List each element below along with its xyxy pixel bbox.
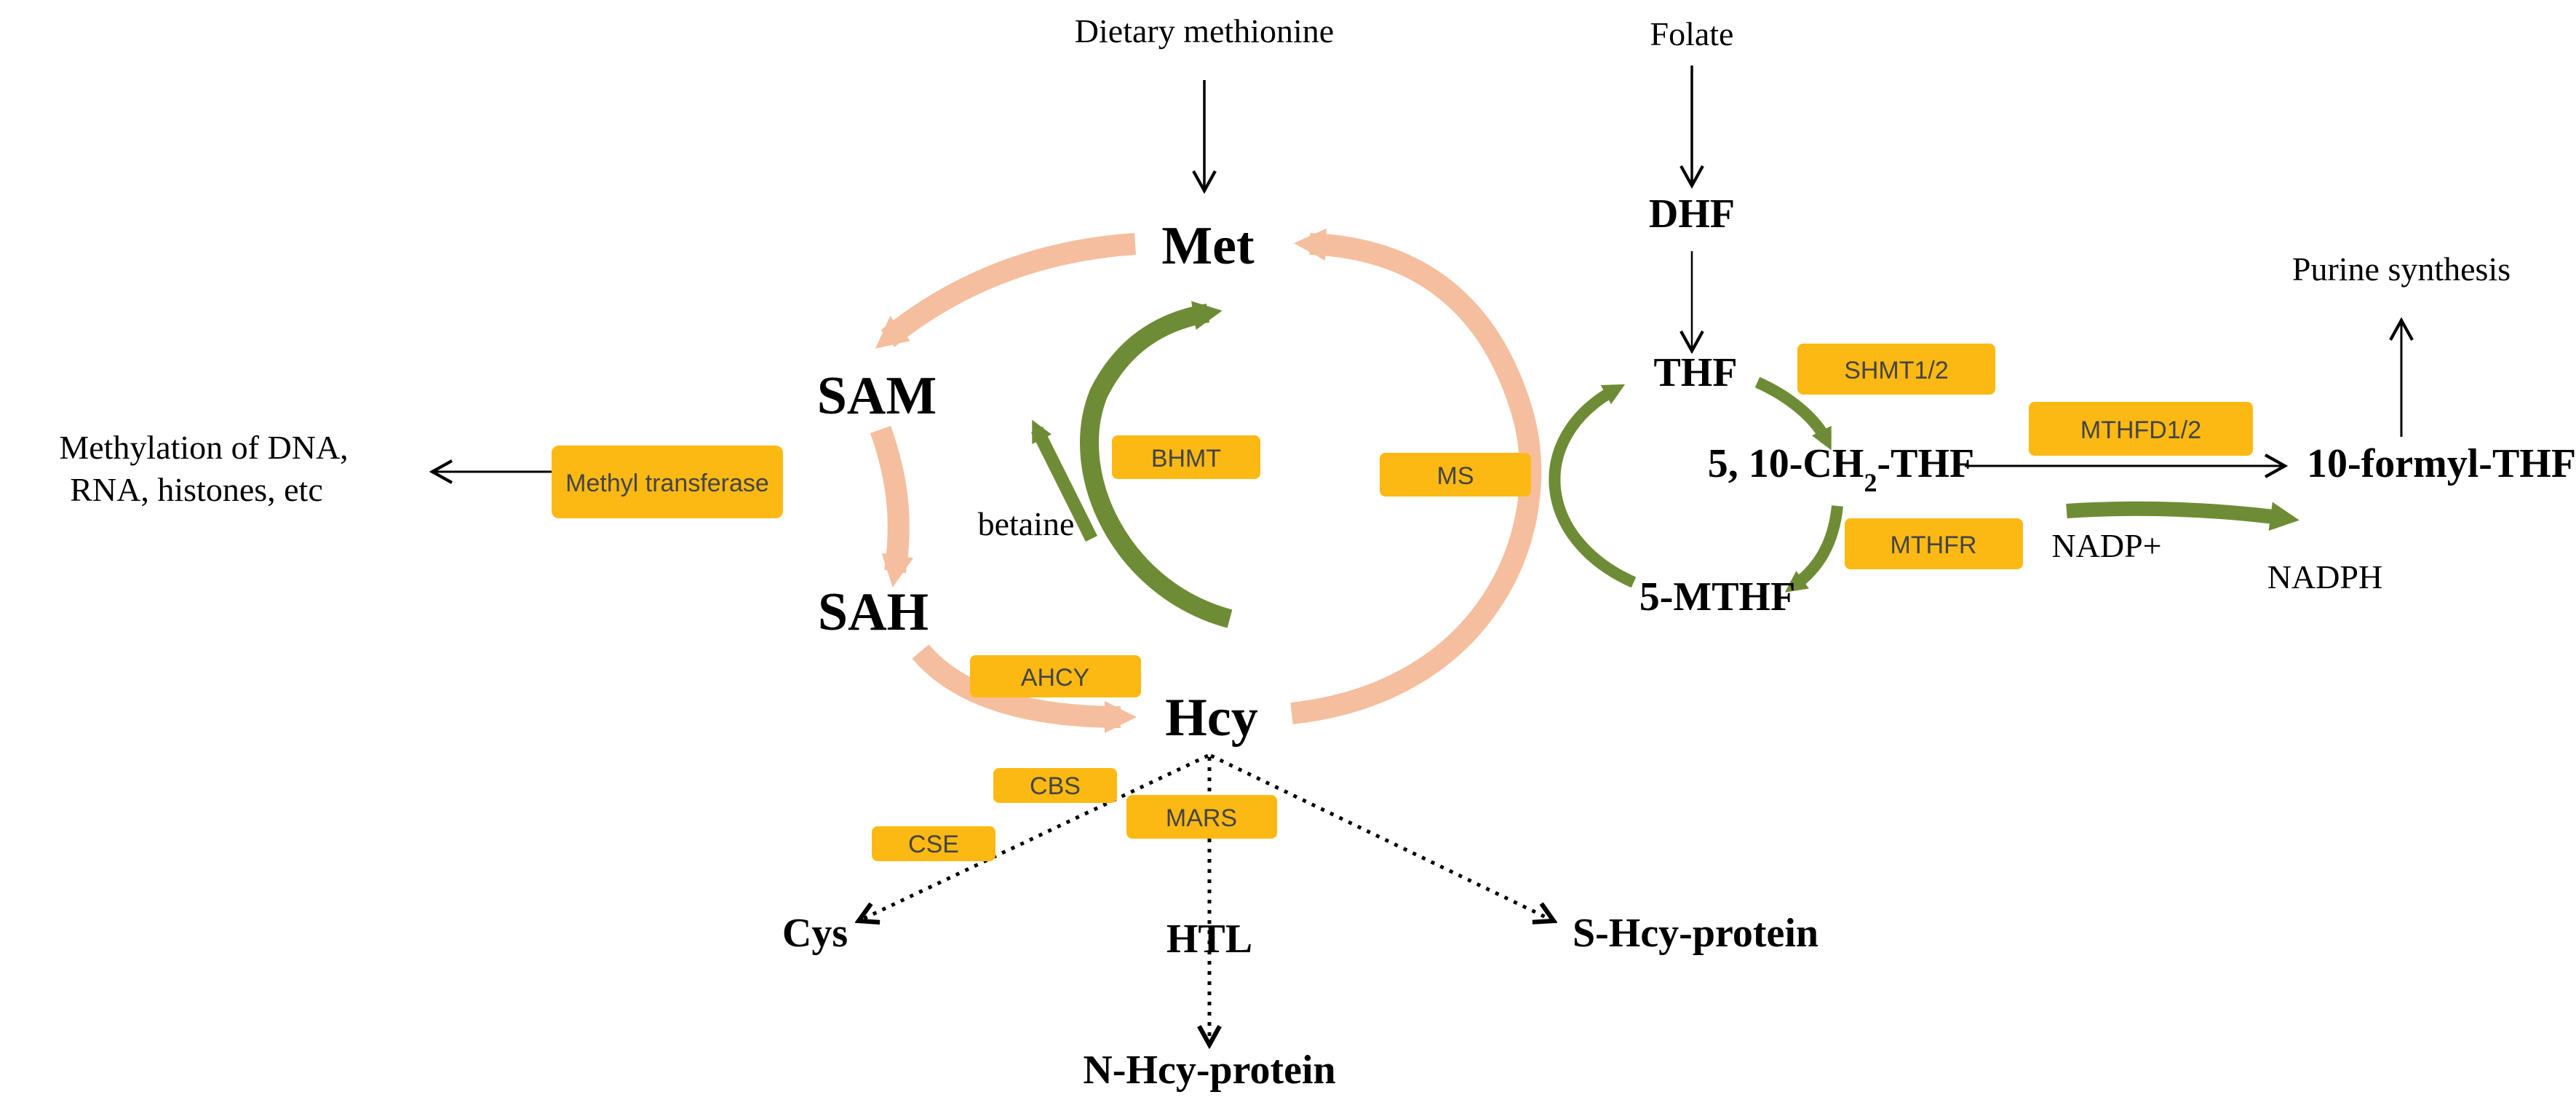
- label-dhf: DHF: [1649, 191, 1735, 237]
- svg-text:BHMT: BHMT: [1151, 445, 1221, 472]
- label-purine-synthesis: Purine synthesis: [2292, 250, 2511, 288]
- label-n-hcy-protein: N-Hcy-protein: [1083, 1048, 1335, 1093]
- svg-text:AHCY: AHCY: [1021, 664, 1089, 692]
- label-sam: SAM: [817, 366, 937, 426]
- svg-text:CBS: CBS: [1030, 772, 1081, 800]
- arrow-sam-to-sah: [870, 425, 914, 587]
- label-nadp-plus: NADP+: [2051, 527, 2161, 564]
- label-s-hcy-protein: S-Hcy-protein: [1573, 911, 1818, 956]
- label-nadph: NADPH: [2267, 558, 2382, 595]
- enzyme-cse: CSE: [872, 826, 995, 861]
- dotted-arrow-hcy-to-s-hcy: [1209, 753, 1554, 921]
- enzyme-ahcy: AHCY: [970, 655, 1141, 697]
- enzyme-mthfd: MTHFD1/2: [2029, 402, 2253, 456]
- enzyme-ms: MS: [1380, 453, 1531, 496]
- label-sah: SAH: [818, 582, 929, 642]
- enzyme-methyl-transferase: Methyl transferase: [552, 446, 783, 518]
- label-betaine: betaine: [978, 505, 1075, 542]
- arrow-thf-to-ch2thf: [1754, 376, 1832, 451]
- svg-text:MS: MS: [1437, 462, 1474, 490]
- label-5-mthf: 5-MTHF: [1639, 574, 1796, 620]
- label-met: Met: [1161, 216, 1255, 276]
- arrow-mthf-to-thf: [1549, 384, 1637, 588]
- label-methylation-line1: Methylation of DNA,: [59, 429, 348, 466]
- enzyme-shmt: SHMT1/2: [1797, 344, 1995, 395]
- label-10-formyl-thf: 10-formyl-THF: [2307, 441, 2576, 486]
- label-thf: THF: [1653, 350, 1737, 395]
- arrow-ch2thf-to-mthf: [1784, 505, 1843, 593]
- label-ch2-thf: 5, 10-CH2-THF: [1708, 441, 1974, 497]
- enzyme-mthfr: MTHFR: [1845, 518, 2023, 569]
- arrow-hcy-to-met-bhmt: [1080, 301, 1233, 628]
- svg-text:Methyl transferase: Methyl transferase: [565, 470, 769, 497]
- svg-text:MTHFR: MTHFR: [1891, 531, 1977, 559]
- label-hcy: Hcy: [1165, 688, 1257, 748]
- label-folate: Folate: [1650, 15, 1734, 52]
- enzyme-bhmt: BHMT: [1112, 435, 1260, 479]
- svg-text:CSE: CSE: [908, 831, 959, 858]
- arrow-nadp-to-nadph: [2066, 501, 2299, 531]
- svg-text:MARS: MARS: [1166, 804, 1237, 832]
- arrow-betaine-branch: [1030, 419, 1098, 542]
- svg-text:SHMT1/2: SHMT1/2: [1844, 357, 1949, 384]
- label-cys: Cys: [782, 911, 848, 956]
- enzyme-mars: MARS: [1126, 795, 1277, 839]
- arrow-sah-to-hcy: [912, 644, 1137, 733]
- label-dietary-methionine: Dietary methionine: [1075, 12, 1334, 50]
- label-methylation-line2: RNA, histones, etc: [70, 471, 323, 508]
- svg-text:MTHFD1/2: MTHFD1/2: [2080, 416, 2201, 444]
- arrow-hcy-to-met-ms: [1290, 228, 1542, 724]
- dotted-arrow-hcy-to-cys: [859, 753, 1209, 921]
- enzyme-cbs: CBS: [993, 768, 1117, 803]
- label-htl: HTL: [1166, 917, 1252, 962]
- arrow-met-to-sam: [875, 233, 1137, 349]
